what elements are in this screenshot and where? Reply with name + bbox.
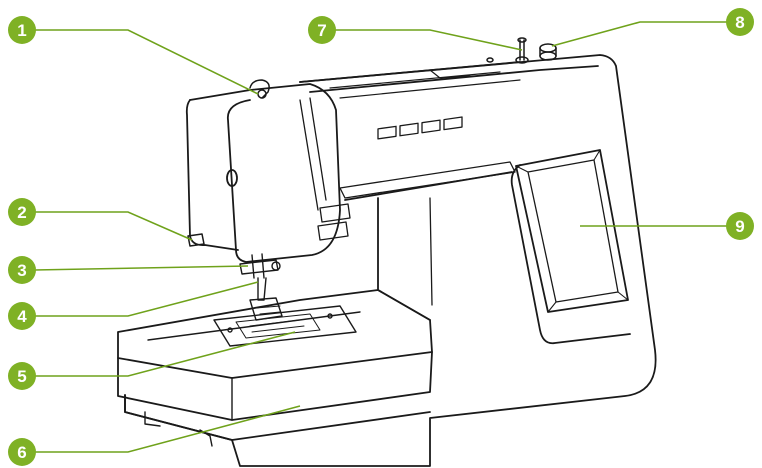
badge-circle [8, 362, 36, 390]
callout-number: 6 [17, 443, 26, 462]
head-side [185, 99, 239, 251]
badge-circle [8, 198, 36, 226]
machine-body-outline [124, 54, 657, 467]
badge-circle [8, 302, 36, 330]
button-strip [317, 116, 516, 241]
bobbin-winder [486, 43, 557, 63]
leader-7 [334, 29, 523, 51]
leader-8 [551, 21, 728, 47]
arm-throat [429, 197, 433, 306]
leader-5 [34, 331, 296, 377]
spool-pin [515, 37, 529, 64]
callout-number: 1 [17, 21, 26, 40]
callout-1: 1 [8, 16, 36, 44]
callout-4: 4 [8, 302, 36, 330]
badge-circle [726, 8, 754, 36]
callout-number: 3 [17, 261, 26, 280]
callout-number: 9 [735, 217, 744, 236]
sewing-machine [117, 37, 657, 467]
leader-6 [34, 405, 301, 453]
leader-3 [33, 265, 249, 271]
callout-9: 9 [726, 212, 754, 240]
leader-lines [33, 21, 728, 453]
badge-circle [8, 16, 36, 44]
head-knob-hole [226, 169, 238, 187]
badge-circle [8, 256, 36, 284]
callout-5: 5 [8, 362, 36, 390]
leader-2 [34, 211, 193, 241]
leader-4 [34, 281, 259, 317]
callout-number: 4 [17, 307, 27, 326]
callout-number: 8 [735, 13, 744, 32]
top-surface [299, 61, 599, 93]
needle-clamp [239, 253, 281, 279]
extension-table [124, 394, 431, 447]
badge-circle [308, 16, 336, 44]
head-front [189, 83, 341, 263]
badge-circle [726, 212, 754, 240]
callout-number: 5 [17, 367, 26, 386]
callout-8: 8 [726, 8, 754, 36]
callout-number: 2 [17, 203, 26, 222]
callout-6: 6 [8, 438, 36, 466]
callout-number: 7 [317, 21, 326, 40]
lcd-screen [515, 149, 629, 313]
bed-front-edge [147, 311, 361, 421]
pillar-front-edge [510, 164, 631, 345]
badge-circle [8, 438, 36, 466]
thread-cutter [187, 233, 205, 247]
callout-badges: 1 2 3 4 5 6 7 8 [8, 8, 754, 466]
leader-1 [34, 29, 259, 95]
callout-2: 2 [8, 198, 36, 226]
take-up-slot [299, 97, 327, 211]
bed-top [117, 289, 433, 379]
callout-3: 3 [8, 256, 36, 284]
callout-7: 7 [308, 16, 336, 44]
top-channel [329, 69, 521, 99]
bed-front [117, 351, 433, 421]
